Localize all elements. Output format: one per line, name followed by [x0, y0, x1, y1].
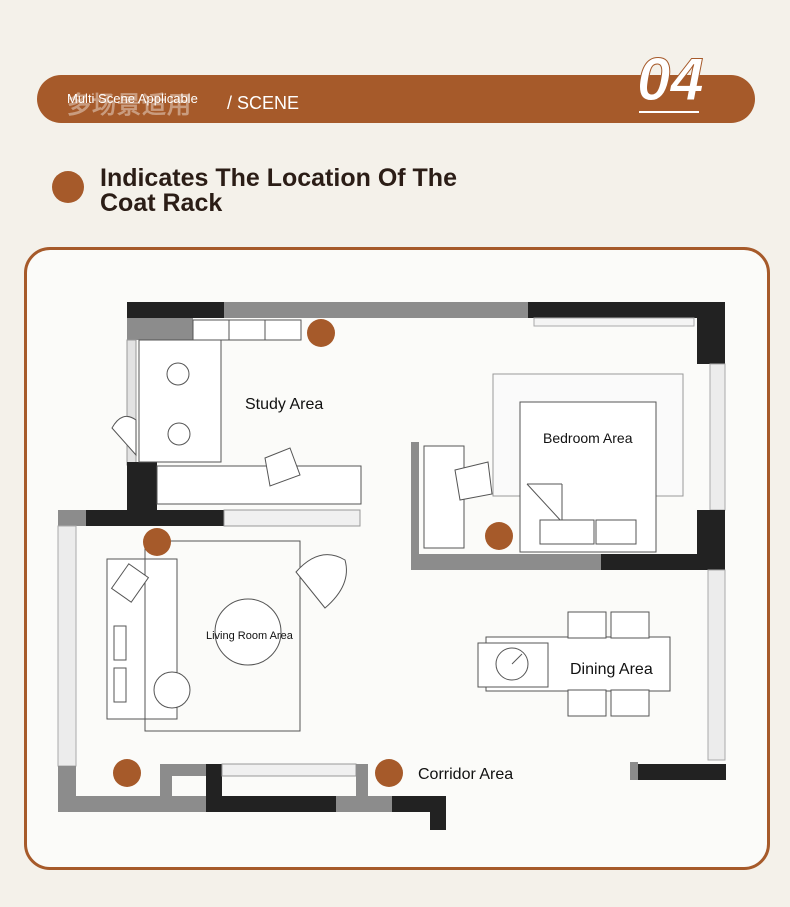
side-table — [153, 671, 191, 709]
coat-rack-marker — [143, 528, 171, 556]
wall-segment — [528, 302, 725, 318]
wall-segment — [160, 764, 206, 776]
dining-furniture — [477, 611, 671, 717]
banner-scene-label: / SCENE — [227, 93, 300, 113]
wall-segment — [224, 302, 528, 318]
wall-segment — [58, 510, 86, 526]
stool — [167, 422, 191, 446]
wall-segment — [58, 796, 206, 812]
coat-rack-marker — [113, 759, 141, 787]
banner-title-cn: 多场景适用 — [67, 92, 192, 119]
wall-segment — [127, 462, 157, 510]
wall-segment — [638, 764, 726, 780]
study-desk — [156, 465, 362, 505]
wall-segment — [430, 812, 446, 830]
wall-segment — [601, 554, 697, 570]
lounge-chair — [295, 554, 347, 609]
wall-segment — [356, 764, 368, 796]
header-banner: 多场景适用 Multi Scene Applicable / SCENE 04 — [37, 46, 755, 123]
coat-rack-markers — [113, 319, 513, 787]
wall-segment — [223, 509, 361, 527]
cushion — [113, 625, 127, 661]
wall-segment — [58, 766, 76, 796]
door-swing — [111, 415, 137, 457]
cushion — [110, 563, 150, 603]
dining-chair — [567, 611, 607, 639]
bedroom-chair — [454, 461, 493, 501]
wall-segment — [160, 776, 172, 796]
coat-rack-marker — [375, 759, 403, 787]
window — [221, 763, 357, 777]
room-label-living: Living Room Area — [206, 630, 294, 642]
bookshelf — [192, 319, 302, 341]
walls — [57, 302, 726, 830]
wall-segment — [86, 510, 224, 526]
wardrobe-top — [533, 317, 695, 327]
window — [709, 363, 726, 511]
legend-text: Indicates The Location Of The Coat Rack — [100, 164, 457, 217]
dresser — [423, 445, 465, 549]
window — [57, 525, 77, 767]
study-furniture — [111, 317, 695, 505]
wall-segment — [392, 796, 446, 812]
legend-dot-icon — [52, 171, 84, 203]
banner-number-underline — [639, 111, 699, 113]
room-label-bedroom: Bedroom Area — [543, 430, 633, 446]
dining-chair — [610, 611, 650, 639]
stool — [166, 362, 190, 386]
window — [707, 569, 726, 761]
coat-rack-marker — [485, 522, 513, 550]
wall-segment — [127, 302, 224, 318]
living-furniture — [106, 540, 347, 732]
wall-segment — [336, 796, 392, 812]
wall-segment — [697, 510, 725, 570]
banner-number: 04 — [637, 46, 705, 114]
wall-segment — [630, 762, 638, 780]
wall-segment — [206, 764, 222, 812]
dining-chair — [567, 689, 607, 717]
bedroom-furniture — [423, 373, 684, 553]
wall-segment — [222, 796, 336, 812]
rug — [144, 540, 301, 732]
room-label-corridor: Corridor Area — [418, 766, 513, 783]
banner-subtitle: Multi Scene Applicable — [67, 91, 198, 106]
dining-chair — [610, 689, 650, 717]
cushion — [113, 667, 127, 703]
room-label-dining: Dining Area — [570, 661, 653, 678]
pillow — [539, 519, 595, 545]
office-chair — [264, 447, 301, 487]
coat-rack-marker — [307, 319, 335, 347]
room-label-study: Study Area — [245, 396, 323, 413]
wall-segment — [127, 318, 193, 340]
coffee-table — [214, 598, 282, 666]
wall-segment — [697, 302, 725, 364]
wall-segment — [411, 554, 601, 570]
wall-segment — [411, 442, 419, 570]
pillow — [595, 519, 637, 545]
